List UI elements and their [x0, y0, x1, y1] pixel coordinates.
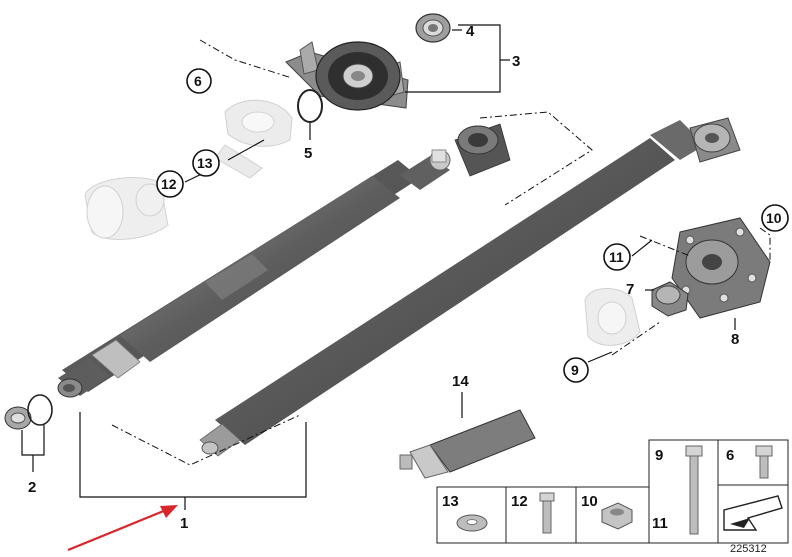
- boot-ghost: [84, 177, 169, 240]
- callout-11: 11: [603, 243, 631, 271]
- o-ring: [297, 89, 323, 123]
- callout-6: 6: [186, 68, 212, 94]
- table-label-11: 11: [652, 515, 668, 532]
- svg-text:7: 7: [626, 281, 634, 298]
- callout-9: 9: [563, 357, 589, 383]
- svg-text:9: 9: [571, 362, 579, 378]
- table-label-6: 6: [726, 447, 734, 464]
- callout-13: 13: [192, 149, 220, 177]
- svg-text:2: 2: [28, 479, 36, 496]
- svg-text:11: 11: [609, 249, 624, 265]
- table-label-10: 10: [581, 493, 598, 510]
- callout-12: 12: [156, 170, 184, 198]
- yoke-ghost: [214, 99, 293, 179]
- svg-text:10: 10: [766, 210, 782, 226]
- callout-7: 7: [626, 281, 634, 298]
- centering-sleeve: [651, 281, 689, 317]
- callout-14: 14: [452, 373, 469, 390]
- callout-5: 5: [304, 145, 312, 162]
- table-label-13: 13: [442, 493, 459, 510]
- direction-arrow-icon: [723, 495, 783, 531]
- bearing-ring: [415, 13, 451, 43]
- front-drive-shaft: [57, 123, 511, 398]
- svg-text:6: 6: [194, 73, 202, 89]
- callout-2: 2: [28, 479, 36, 496]
- callout-10: 10: [761, 204, 789, 232]
- svg-text:4: 4: [466, 23, 475, 40]
- nut-icon: [601, 502, 633, 530]
- dashed-group-lines: [111, 39, 771, 466]
- svg-text:5: 5: [304, 145, 312, 162]
- nut-and-washer: [4, 394, 53, 430]
- flange-ghost: [584, 288, 641, 346]
- callout-3: 3: [512, 53, 520, 70]
- callout-8: 8: [731, 331, 739, 348]
- grease-tube: [399, 409, 536, 479]
- bolt-flange-icon: [755, 445, 773, 479]
- table-label-9: 9: [655, 447, 663, 464]
- flex-disc: [671, 217, 771, 319]
- svg-text:13: 13: [197, 155, 213, 171]
- svg-text:8: 8: [731, 331, 739, 348]
- rear-drive-shaft: [199, 117, 741, 457]
- svg-text:12: 12: [161, 176, 177, 192]
- svg-text:14: 14: [452, 373, 469, 390]
- red-arrow-icon: [67, 505, 178, 552]
- reference-number: 225312: [730, 543, 767, 555]
- table-label-12: 12: [511, 493, 528, 510]
- callout-4: 4: [466, 23, 475, 40]
- bolt-long-icon: [685, 445, 703, 535]
- hardware-table: 13 12 10 11 9 6: [436, 439, 789, 544]
- callout-1: 1: [180, 515, 188, 532]
- bolt-short-icon: [539, 492, 555, 534]
- center-bearing-assembly: [285, 41, 409, 111]
- svg-text:3: 3: [512, 53, 520, 70]
- svg-text:1: 1: [180, 515, 188, 532]
